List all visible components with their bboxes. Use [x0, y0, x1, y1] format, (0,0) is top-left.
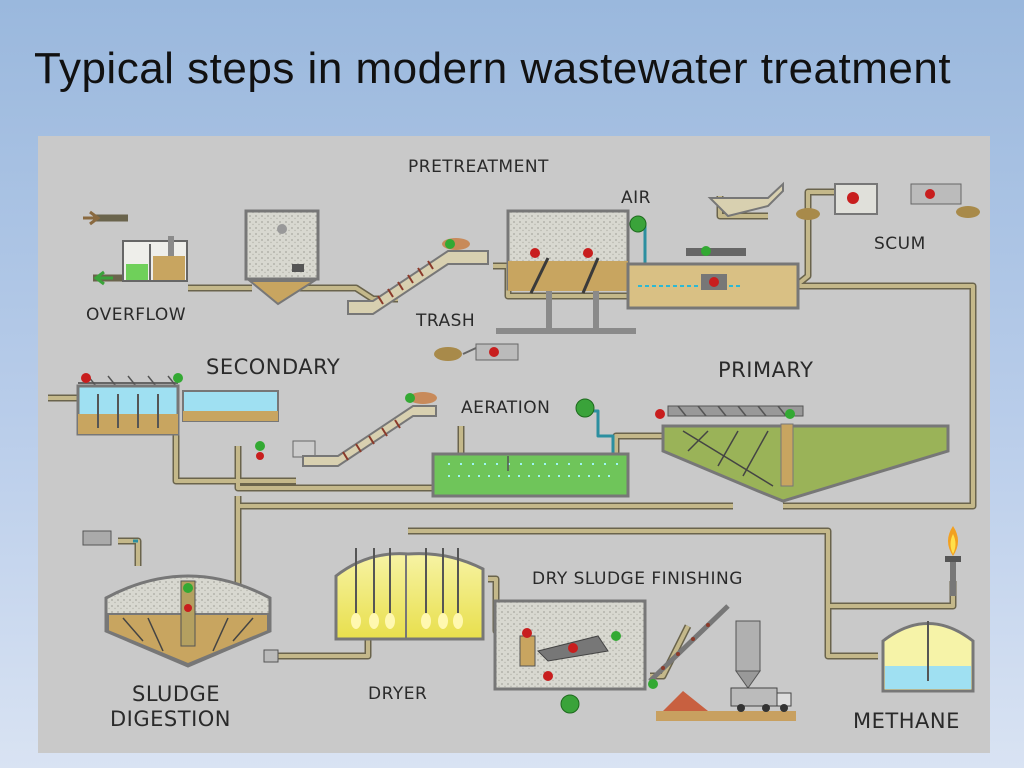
aeration-blower-icon [575, 398, 595, 418]
valve-icon [173, 373, 183, 383]
arrow-out-icon [83, 210, 101, 226]
label-overflow: OVERFLOW [86, 305, 186, 325]
valve-icon [445, 239, 455, 249]
truck-icon [730, 687, 792, 712]
aeration-basin [431, 398, 630, 498]
methane-tank [881, 526, 975, 693]
label-aeration: AERATION [461, 398, 550, 418]
pump-icon [530, 248, 540, 258]
pump-icon [655, 409, 665, 419]
pump-icon [583, 248, 593, 258]
valve-icon [648, 679, 658, 689]
blower-icon [560, 694, 580, 714]
treatment-process-diagram: PRETREATMENT AIR SCUM OVERFLOW TRASH SEC… [38, 136, 990, 753]
flare-stack [950, 561, 956, 596]
sludge-dryer [334, 548, 485, 641]
primary-top-clarifier [626, 215, 800, 310]
scum-units [707, 181, 980, 220]
sludge-pile [663, 691, 708, 711]
pump-icon [709, 277, 719, 287]
valve-icon [611, 631, 621, 641]
sludge-screen [292, 392, 437, 467]
valve-icon [701, 246, 711, 256]
conveyor-icon [648, 604, 730, 683]
diagram-labels: PRETREATMENT AIR SCUM OVERFLOW TRASH SEC… [86, 157, 960, 733]
valve-icon [255, 441, 265, 451]
silo-icon [735, 620, 761, 672]
secondary-clarifier [76, 373, 279, 460]
trash-pile [434, 347, 462, 361]
label-methane: METHANE [853, 709, 960, 733]
air-blower-icon [629, 215, 647, 233]
label-air: AIR [621, 188, 651, 208]
label-secondary: SECONDARY [206, 355, 340, 379]
pretreatment-units [244, 209, 636, 361]
valve-icon [183, 583, 193, 593]
pump-icon [847, 192, 859, 204]
label-dryer: DRYER [368, 684, 427, 704]
label-trash: TRASH [415, 311, 475, 331]
sludge-digester [82, 530, 279, 668]
pump-icon [522, 628, 532, 638]
motor-icon [292, 264, 304, 272]
label-sludge: SLUDGE [132, 682, 220, 706]
process-flow-svg: PRETREATMENT AIR SCUM OVERFLOW TRASH SEC… [48, 157, 980, 733]
slide-title: Typical steps in modern wastewater treat… [34, 44, 952, 93]
label-pretreatment: PRETREATMENT [408, 157, 549, 177]
dry-sludge-finishing [493, 599, 796, 721]
primary-clarifier [655, 405, 950, 503]
label-primary: PRIMARY [718, 358, 814, 382]
valve-icon [785, 409, 795, 419]
overflow-unit [83, 210, 188, 286]
label-digestion: DIGESTION [110, 707, 231, 731]
arrow-out-icon [93, 270, 113, 286]
pump-icon [81, 373, 91, 383]
label-scum: SCUM [874, 234, 926, 254]
valve-icon [405, 393, 415, 403]
label-dry-sludge-finishing: DRY SLUDGE FINISHING [532, 569, 743, 589]
